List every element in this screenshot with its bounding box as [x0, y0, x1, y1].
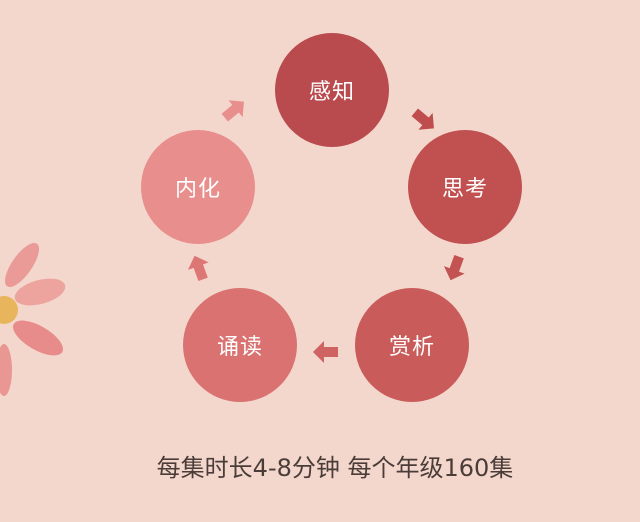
node-appreciate: 赏析: [355, 288, 469, 402]
arrow-icon: [440, 252, 470, 284]
node-think: 思考: [408, 130, 522, 244]
node-internalize: 内化: [141, 130, 255, 244]
arrow-icon: [407, 103, 442, 137]
caption-text: 每集时长4-8分钟 每个年级160集: [156, 454, 514, 482]
node-label: 诵读: [216, 335, 263, 360]
lotus-flower-decoration: [0, 242, 66, 396]
node-label: 感知: [308, 80, 355, 105]
node-label: 内化: [174, 177, 221, 202]
node-label: 赏析: [388, 335, 435, 360]
node-recite: 诵读: [183, 288, 297, 402]
arrow-icon: [184, 252, 214, 284]
arrow-icon: [313, 341, 338, 363]
node-perceive: 感知: [275, 33, 389, 147]
arrow-icon: [217, 93, 252, 127]
node-label: 思考: [441, 177, 488, 202]
